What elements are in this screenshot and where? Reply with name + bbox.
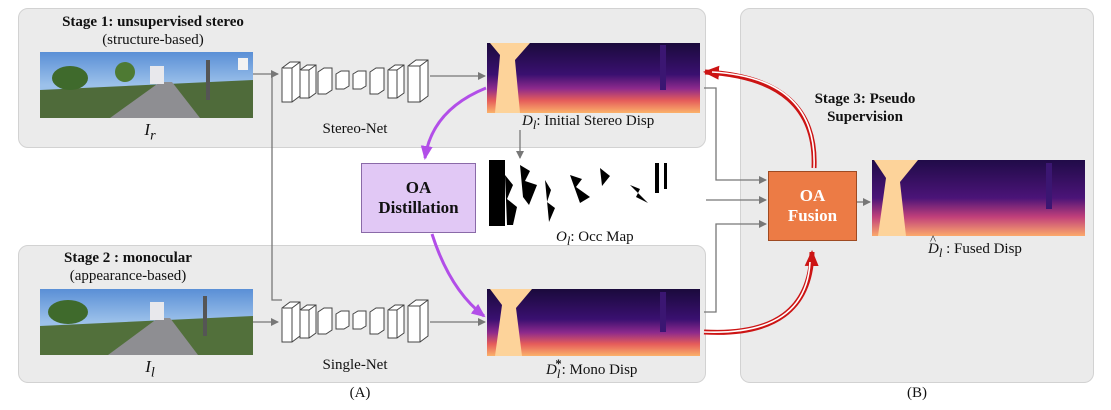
stage3-title-line2: Supervision bbox=[827, 109, 903, 125]
mono-disparity-map bbox=[487, 289, 700, 356]
left-image-label: Il bbox=[130, 357, 170, 381]
occ-map-text: : Occ Map bbox=[570, 229, 634, 245]
panel-a-label: (A) bbox=[349, 385, 371, 401]
right-image-symbol: I bbox=[144, 120, 151, 139]
occ-map-label: Ol: Occ Map bbox=[556, 229, 634, 249]
fused-disp-hat: ^ bbox=[930, 232, 937, 247]
mono-disp-superscript: * bbox=[555, 357, 562, 371]
stage3-title: Stage 3: Pseudo Supervision bbox=[790, 90, 940, 126]
fused-disparity-map bbox=[872, 160, 1085, 236]
right-image-photo bbox=[40, 52, 253, 118]
pseudo-supervision-arrows bbox=[703, 65, 819, 335]
single-net-label: Single-Net bbox=[322, 357, 388, 373]
initial-disp-text: : Initial Stereo Disp bbox=[536, 113, 655, 129]
left-image-symbol: I bbox=[145, 357, 151, 376]
occ-map-subscript: l bbox=[566, 234, 571, 248]
single-net-diagram bbox=[281, 299, 429, 343]
occ-map-symbol: O bbox=[556, 229, 567, 245]
oa-distillation-box: OA Distillation bbox=[361, 163, 476, 233]
stage1-title: Stage 1: unsupervised stereo bbox=[62, 14, 244, 30]
fused-disp-subscript: l bbox=[938, 246, 943, 260]
mono-disp-text: : Mono Disp bbox=[561, 362, 638, 378]
stage2-subtitle: (appearance-based) bbox=[69, 268, 187, 284]
oa-fusion-label-line1: OA bbox=[799, 186, 826, 205]
gray-connector-arrows bbox=[253, 70, 871, 326]
oa-distillation-label-line2: Distillation bbox=[378, 198, 459, 217]
oa-fusion-label-line2: Fusion bbox=[787, 206, 838, 225]
left-image-subscript: l bbox=[150, 364, 155, 381]
stage2-title: Stage 2 : monocular bbox=[64, 250, 192, 266]
oa-fusion-box: OA Fusion bbox=[768, 171, 857, 241]
stereo-net-label: Stereo-Net bbox=[322, 121, 388, 137]
right-image-label: Ir bbox=[130, 120, 170, 144]
oa-distillation-label-line1: OA bbox=[405, 178, 432, 197]
distillation-arrows bbox=[420, 86, 487, 318]
stereo-net-diagram bbox=[281, 59, 429, 103]
initial-disp-label: Dl: Initial Stereo Disp bbox=[522, 113, 654, 133]
mono-disp-subscript: l bbox=[556, 367, 561, 381]
stage1-subtitle: (structure-based) bbox=[102, 32, 204, 48]
fused-disp-symbol: D bbox=[928, 241, 939, 257]
initial-stereo-disparity-map bbox=[487, 43, 700, 113]
stage3-title-line1: Stage 3: Pseudo bbox=[814, 91, 916, 107]
panel-b-label: (B) bbox=[907, 385, 927, 401]
occlusion-map bbox=[489, 160, 703, 226]
initial-disp-subscript: l bbox=[532, 118, 537, 132]
mono-disp-label: Dl*: Mono Disp bbox=[546, 357, 637, 382]
mono-disp-symbol: D bbox=[546, 362, 557, 378]
fused-disp-label: ^ Dl : Fused Disp bbox=[928, 232, 1022, 261]
initial-disp-symbol: D bbox=[522, 113, 533, 129]
fused-disp-text: : Fused Disp bbox=[942, 241, 1022, 257]
left-image-photo bbox=[40, 289, 253, 355]
right-image-subscript: r bbox=[150, 127, 156, 144]
